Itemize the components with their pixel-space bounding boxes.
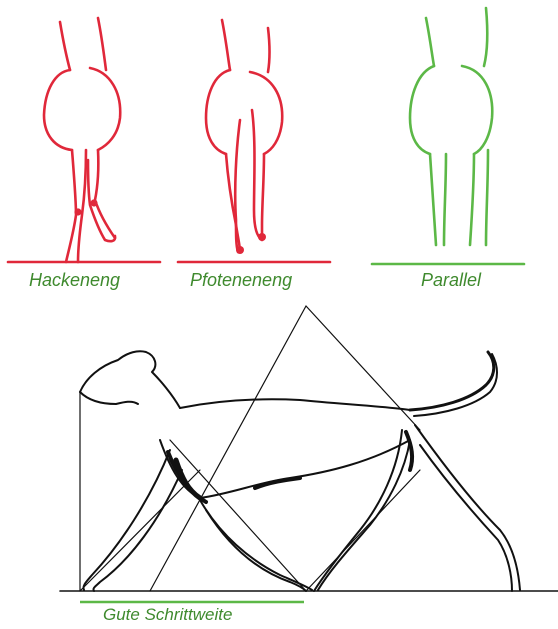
- hind-legs-pfoteneneng: [178, 20, 330, 262]
- caption-pfoteneneng: Pfoteneneng: [190, 270, 292, 291]
- caption-stride: Gute Schrittweite: [103, 605, 232, 625]
- hind-legs-hackeneng: [8, 18, 160, 262]
- caption-parallel: Parallel: [421, 270, 481, 291]
- hind-legs-parallel: [372, 8, 524, 264]
- trotting-dog: [60, 306, 558, 591]
- caption-hackeneng: Hackeneng: [29, 270, 120, 291]
